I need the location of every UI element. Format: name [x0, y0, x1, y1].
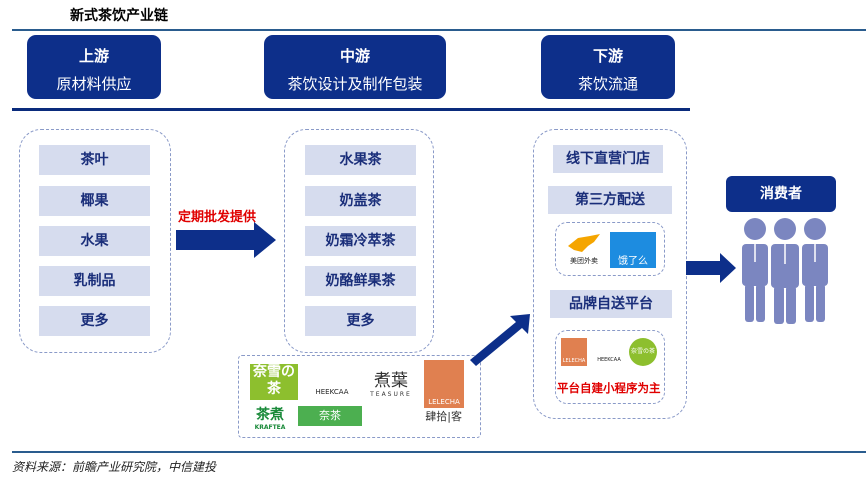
- source-note: 资料来源：前瞻产业研究院，中信建投: [12, 460, 217, 474]
- midstream-item: 奶酪鲜果茶: [305, 266, 416, 296]
- consumer-label: 消费者: [726, 176, 836, 212]
- right-arrow-icon: [176, 222, 276, 258]
- stage-name: 中游: [339, 47, 370, 65]
- stage-desc: 原材料供应: [56, 75, 132, 93]
- right-arrow-icon: [686, 253, 736, 283]
- brand-sub: TEASURE: [370, 391, 412, 398]
- delivery-name: 饿了么: [618, 256, 648, 267]
- brand-logo-lelecha: LELECHA: [561, 338, 587, 366]
- top-divider: [12, 29, 866, 31]
- midstream-group: [284, 129, 434, 353]
- upstream-item: 更多: [39, 306, 150, 336]
- consumers-icon: [742, 218, 828, 324]
- brand-logo-sishike: 肆拾|客: [425, 410, 462, 423]
- brand-logo-lelecha: LELECHA: [424, 360, 464, 408]
- delivery-logos-group: [555, 222, 665, 276]
- brand-name: 茶煮: [256, 407, 284, 423]
- stage-divider: [12, 108, 690, 111]
- brand-name: 煮葉: [374, 371, 408, 391]
- meituan-kangaroo-icon: 美团外卖: [562, 232, 606, 266]
- brand-logo-naixue: 奈雪の茶: [250, 364, 298, 400]
- stage-desc: 茶饮流通: [577, 75, 638, 93]
- upstream-item: 椰果: [39, 186, 150, 216]
- midstream-item: 奶霜冷萃茶: [305, 226, 416, 256]
- midstream-item: 更多: [305, 306, 416, 336]
- bottom-divider: [12, 451, 866, 453]
- upstream-item: 水果: [39, 226, 150, 256]
- stage-name: 下游: [592, 47, 623, 65]
- brand-logo-heekcaa: HEEKCAA: [597, 357, 621, 363]
- stage-upstream: 上游 原材料供应: [27, 35, 161, 99]
- delivery-name: 美团外卖: [570, 257, 598, 265]
- brands-group: [238, 355, 481, 438]
- eleme-icon: 饿了么: [610, 232, 656, 268]
- upstream-item: 茶叶: [39, 145, 150, 175]
- channel-self-delivery: 品牌自送平台: [550, 290, 672, 318]
- brand-sub: KRAFTEA: [254, 424, 286, 431]
- midstream-item: 奶盖茶: [305, 186, 416, 216]
- brand-logo-heekcaa: HEEKCAA: [315, 388, 349, 396]
- upstream-item: 乳制品: [39, 266, 150, 296]
- stage-downstream: 下游 茶饮流通: [541, 35, 675, 99]
- brand-logo-naixue: 奈雪の茶: [629, 338, 657, 366]
- stage-midstream: 中游 茶饮设计及制作包装: [264, 35, 446, 99]
- channel-direct-store: 线下直营门店: [553, 145, 663, 173]
- brand-logo-naicha: 奈茶: [298, 406, 362, 426]
- stage-name: 上游: [78, 47, 109, 65]
- stage-desc: 茶饮设计及制作包装: [287, 75, 423, 93]
- channel-third-party: 第三方配送: [548, 186, 672, 214]
- brand-logo-kraftea: 茶煮 KRAFTEA: [250, 404, 290, 431]
- brand-note: 平台自建小程序为主: [557, 381, 661, 395]
- arrow-label: 定期批发提供: [178, 210, 257, 225]
- upstream-group: [19, 129, 171, 353]
- brand-logo-teasure: 煮葉 TEASURE: [366, 366, 416, 398]
- brand-logos-group: [555, 330, 665, 404]
- midstream-item: 水果茶: [305, 145, 416, 175]
- page-title: 新式茶饮产业链: [70, 8, 168, 24]
- diagonal-arrow-icon: [470, 314, 530, 366]
